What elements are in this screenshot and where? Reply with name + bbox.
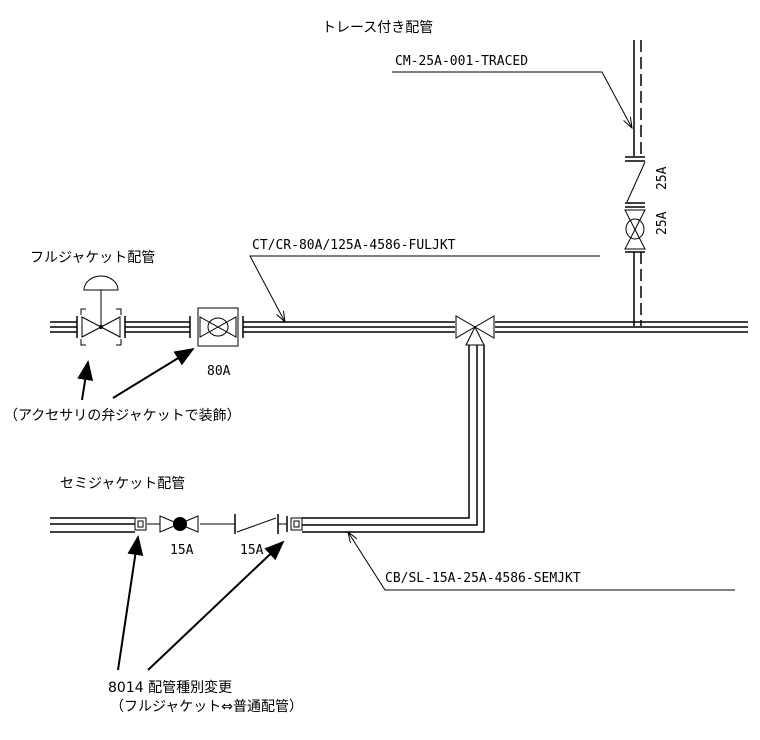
note-arrow bbox=[77, 360, 94, 401]
semi-size-label: 15A bbox=[170, 543, 194, 558]
traced-line-label: CM-25A-001-TRACED bbox=[395, 54, 528, 69]
full-line-label: CT/CR-80A/125A-4586-FULJKT bbox=[252, 238, 456, 253]
full-note: （アクセサリの弁ジャケットで装飾） bbox=[4, 408, 241, 424]
traced-title: トレース付き配管 bbox=[322, 20, 433, 36]
change-arrow bbox=[147, 540, 285, 671]
note-arrow bbox=[112, 347, 195, 399]
semi-title: セミジャケット配管 bbox=[60, 476, 185, 492]
semi-size-label: 15A bbox=[240, 543, 264, 558]
full-leader bbox=[249, 255, 600, 322]
change-arrow bbox=[117, 535, 144, 671]
traced-leader bbox=[392, 71, 632, 128]
change-note-2: （フルジャケット⇔普通配管） bbox=[110, 699, 303, 715]
traced-size-label: 25A bbox=[655, 211, 670, 235]
full-title: フルジャケット配管 bbox=[30, 250, 155, 266]
full-size-label: 80A bbox=[207, 364, 231, 379]
control-valve-jacketed bbox=[80, 275, 122, 346]
ball-valve-jacketed bbox=[197, 307, 239, 347]
full-jacket-pipe bbox=[50, 316, 748, 338]
traced-pipe bbox=[624, 40, 646, 326]
semi-line-label: CB/SL-15A-25A-4586-SEMJKT bbox=[385, 571, 581, 586]
traced-size-label: 25A bbox=[655, 166, 670, 190]
tee-valve bbox=[455, 315, 495, 346]
semi-jacket-pipe bbox=[50, 345, 485, 534]
change-note-1: 8014 配管種別変更 bbox=[108, 679, 232, 696]
semi-leader bbox=[348, 532, 735, 591]
